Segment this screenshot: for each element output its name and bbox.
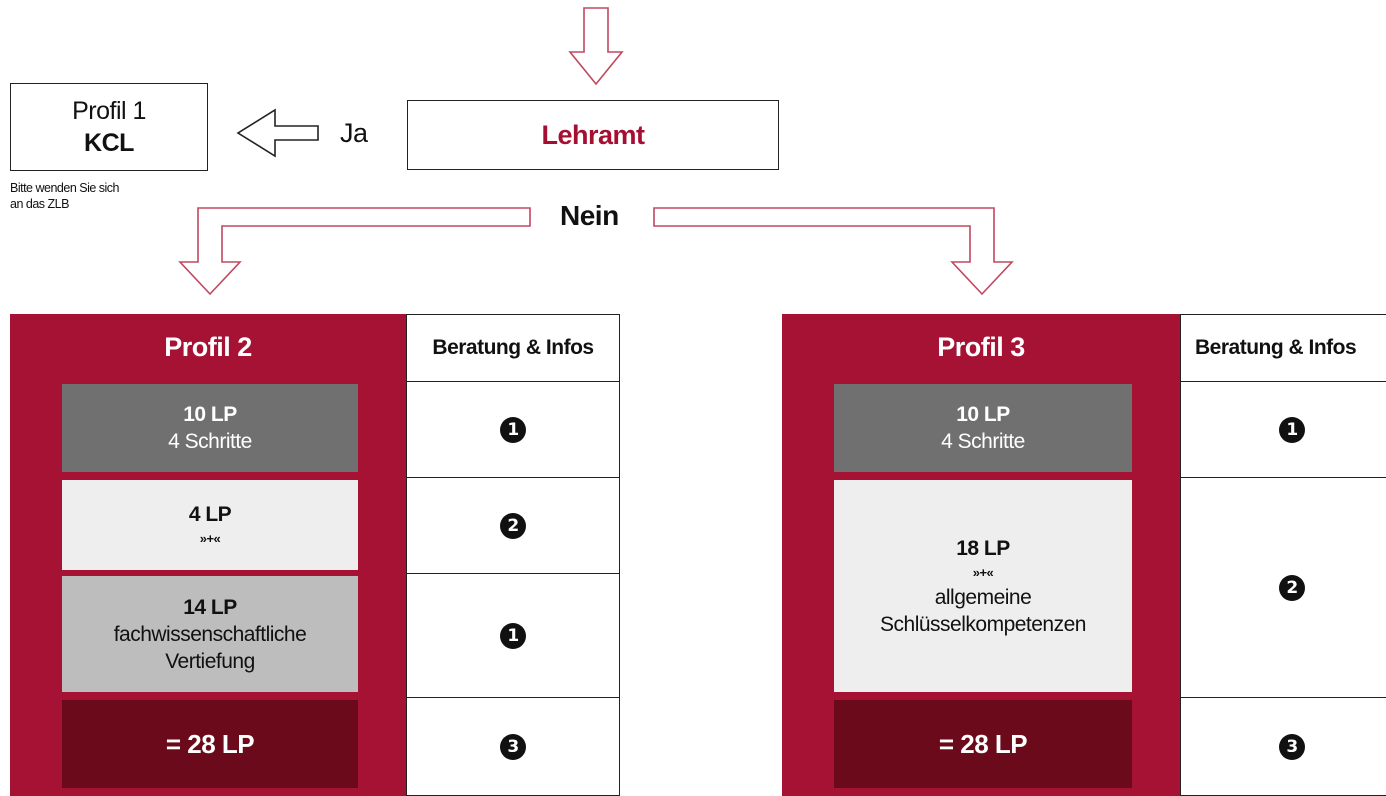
block-lp: 4 LP [188, 502, 232, 526]
info-number-icon: 1 [500, 623, 526, 649]
profil1-subtitle: KCL [84, 129, 134, 157]
lehramt-label: Lehramt [541, 119, 645, 150]
info-number-icon: 3 [1279, 734, 1305, 760]
block-lp: 10 LP [956, 403, 1010, 426]
profil1-box: Profil 1 KCL [10, 83, 208, 171]
profil3-panel: Profil 3 10 LP 4 Schritte 18 LP »+« allg… [782, 314, 1180, 796]
info-number-icon: 3 [500, 734, 526, 760]
info-cell: 1 [407, 573, 619, 698]
arrow-down-top [568, 7, 624, 86]
block-lp: 14 LP [183, 595, 237, 619]
info-cell: 2 [407, 477, 619, 574]
profil1-note: Bitte wenden Sie sich an das ZLB [10, 180, 120, 212]
info-cell: 1 [407, 381, 619, 478]
arrow-left-ja [236, 108, 319, 158]
info-number-icon: 2 [500, 513, 526, 539]
block-text-2: Schlüsselkompetenzen [880, 612, 1086, 636]
nein-label: Nein [560, 200, 619, 231]
arrow-nein-left [178, 207, 531, 296]
sum-label: = 28 LP [165, 728, 255, 759]
info-cell: 1 [1181, 381, 1386, 478]
lehramt-box: Lehramt [407, 100, 779, 170]
info-header: Beratung & Infos [1195, 336, 1357, 359]
info-cell: 2 [1181, 477, 1386, 698]
profil3-title: Profil 3 [937, 332, 1025, 362]
arrow-nein-right [653, 207, 1014, 296]
note-line-2: an das ZLB [10, 197, 69, 211]
info-number-icon: 1 [500, 417, 526, 443]
note-line-1: Bitte wenden Sie sich [10, 181, 120, 195]
profil2-title: Profil 2 [164, 332, 252, 362]
block-text-2: Vertiefung [165, 649, 255, 673]
block-text-1: fachwissenschaftliche [113, 622, 307, 646]
profil2-info-column: Beratung & Infos 1 2 1 3 [406, 314, 620, 796]
profil2-block-3: 14 LP fachwissenschaftliche Vertiefung [62, 576, 358, 692]
info-number-icon: 1 [1279, 417, 1305, 443]
profil3-info-column: Beratung & Infos 1 2 3 [1180, 314, 1386, 796]
block-text: 4 Schritte [941, 430, 1025, 453]
info-cell: 3 [407, 697, 619, 796]
block-lp: 10 LP [183, 403, 237, 426]
block-lp: 18 LP [956, 536, 1010, 560]
sum-label: = 28 LP [938, 728, 1028, 759]
info-cell: 3 [1181, 697, 1386, 796]
block-text-1: allgemeine [934, 585, 1032, 609]
info-number-icon: 2 [1279, 575, 1305, 601]
ja-label: Ja [340, 118, 368, 148]
profil2-block-2: 4 LP »+« [62, 480, 358, 570]
profil2-sum: = 28 LP [62, 700, 358, 788]
profil2-block-1: 10 LP 4 Schritte [62, 384, 358, 472]
profil3-block-1: 10 LP 4 Schritte [834, 384, 1132, 472]
block-text: 4 Schritte [168, 430, 252, 453]
info-header: Beratung & Infos [432, 336, 594, 359]
profil2-panel: Profil 2 10 LP 4 Schritte 4 LP »+« 14 LP… [10, 314, 406, 796]
block-plus: »+« [199, 530, 221, 546]
block-plus: »+« [972, 564, 994, 580]
profil3-sum: = 28 LP [834, 700, 1132, 788]
profil1-title: Profil 1 [72, 97, 146, 125]
profil3-block-2: 18 LP »+« allgemeine Schlüsselkompetenze… [834, 480, 1132, 692]
